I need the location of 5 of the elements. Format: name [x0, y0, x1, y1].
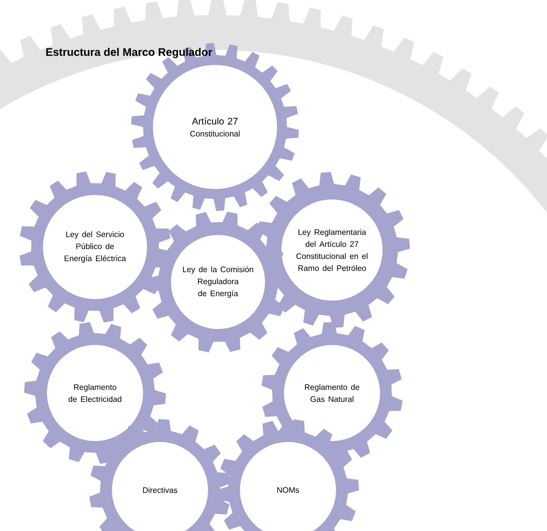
gear: Directivas [89, 419, 231, 531]
gear: Ley de la Comisión Reguladora de Energía [147, 212, 289, 352]
node-label: Ley de la Comisión Reguladora de Energía [182, 266, 254, 298]
gear: NOMs [217, 419, 359, 531]
gear: Ley del Servicio Público de Energía Eléctrica [20, 172, 170, 322]
